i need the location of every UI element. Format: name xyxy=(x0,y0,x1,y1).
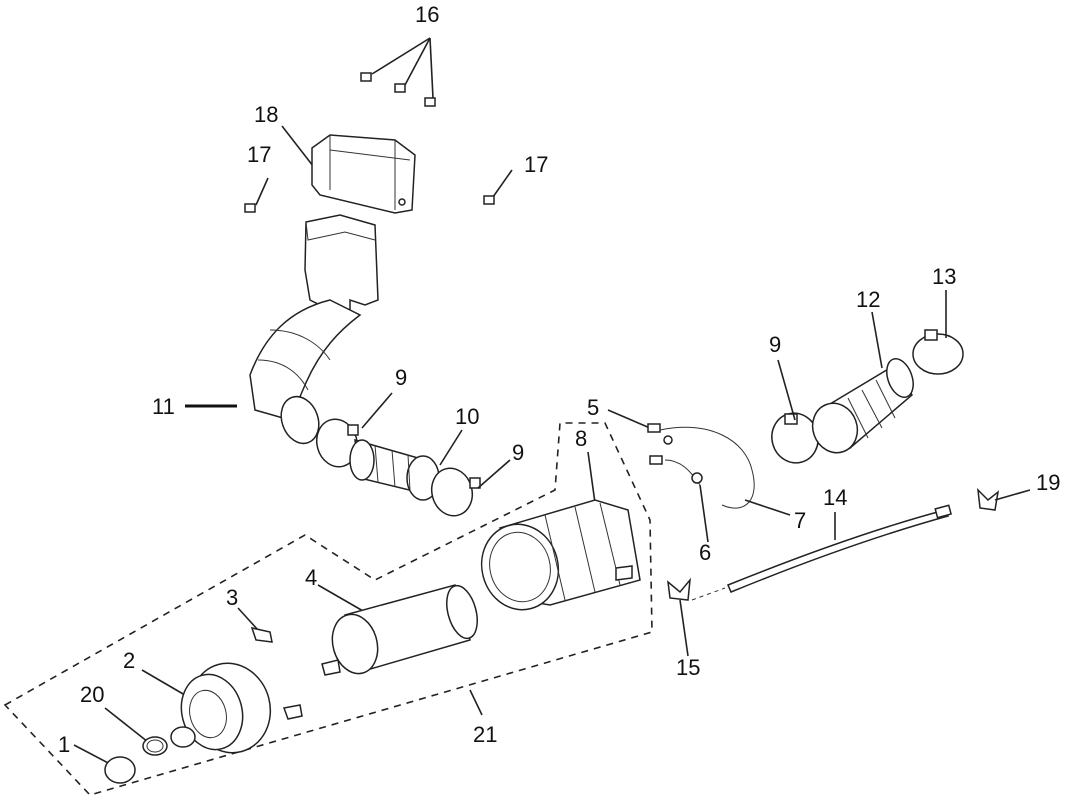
label-10: 10 xyxy=(455,404,479,429)
label-1: 1 xyxy=(58,732,70,757)
end-cap-2 xyxy=(141,662,303,754)
label-11: 11 xyxy=(152,394,175,419)
filter-element-4 xyxy=(317,584,478,676)
leader-21 xyxy=(469,689,483,716)
label-16: 16 xyxy=(415,2,439,27)
clamp-9-middle xyxy=(430,459,511,517)
clamp-9-right xyxy=(771,359,819,464)
label-7: 7 xyxy=(794,508,806,533)
label-17-right: 17 xyxy=(524,152,548,177)
ring-1 xyxy=(73,744,136,784)
clamp-20 xyxy=(104,707,168,756)
label-20: 20 xyxy=(80,682,104,707)
intake-duct-11 xyxy=(185,214,379,445)
wing-nut-19 xyxy=(977,487,1031,511)
clamp-9-left xyxy=(315,392,393,468)
label-21: 21 xyxy=(473,722,497,747)
label-12: 12 xyxy=(856,287,880,312)
label-3: 3 xyxy=(226,585,238,610)
label-8: 8 xyxy=(575,426,587,451)
label-9-left: 9 xyxy=(395,365,407,390)
bracket-5-6-7 xyxy=(607,409,791,543)
clamp-13 xyxy=(912,290,964,375)
wing-nut-15 xyxy=(667,577,726,657)
label-4: 4 xyxy=(305,565,317,590)
label-5: 5 xyxy=(587,395,599,420)
label-13: 13 xyxy=(932,264,956,289)
label-2: 2 xyxy=(123,648,135,673)
clip-3 xyxy=(237,607,273,643)
label-6: 6 xyxy=(699,540,711,565)
label-9-right: 9 xyxy=(769,332,781,357)
label-18: 18 xyxy=(254,102,278,127)
cover-18 xyxy=(281,125,416,214)
rod-14 xyxy=(727,504,952,593)
assembly-21-outline xyxy=(3,422,653,796)
label-15: 15 xyxy=(676,655,700,680)
filter-housing-8 xyxy=(480,451,641,611)
label-9-middle: 9 xyxy=(512,440,524,465)
bolts-16 xyxy=(360,37,436,107)
hose-12 xyxy=(811,311,914,454)
label-17-left: 17 xyxy=(247,142,271,167)
label-19: 19 xyxy=(1036,470,1060,495)
screws-17 xyxy=(244,169,513,213)
label-14: 14 xyxy=(823,485,847,510)
